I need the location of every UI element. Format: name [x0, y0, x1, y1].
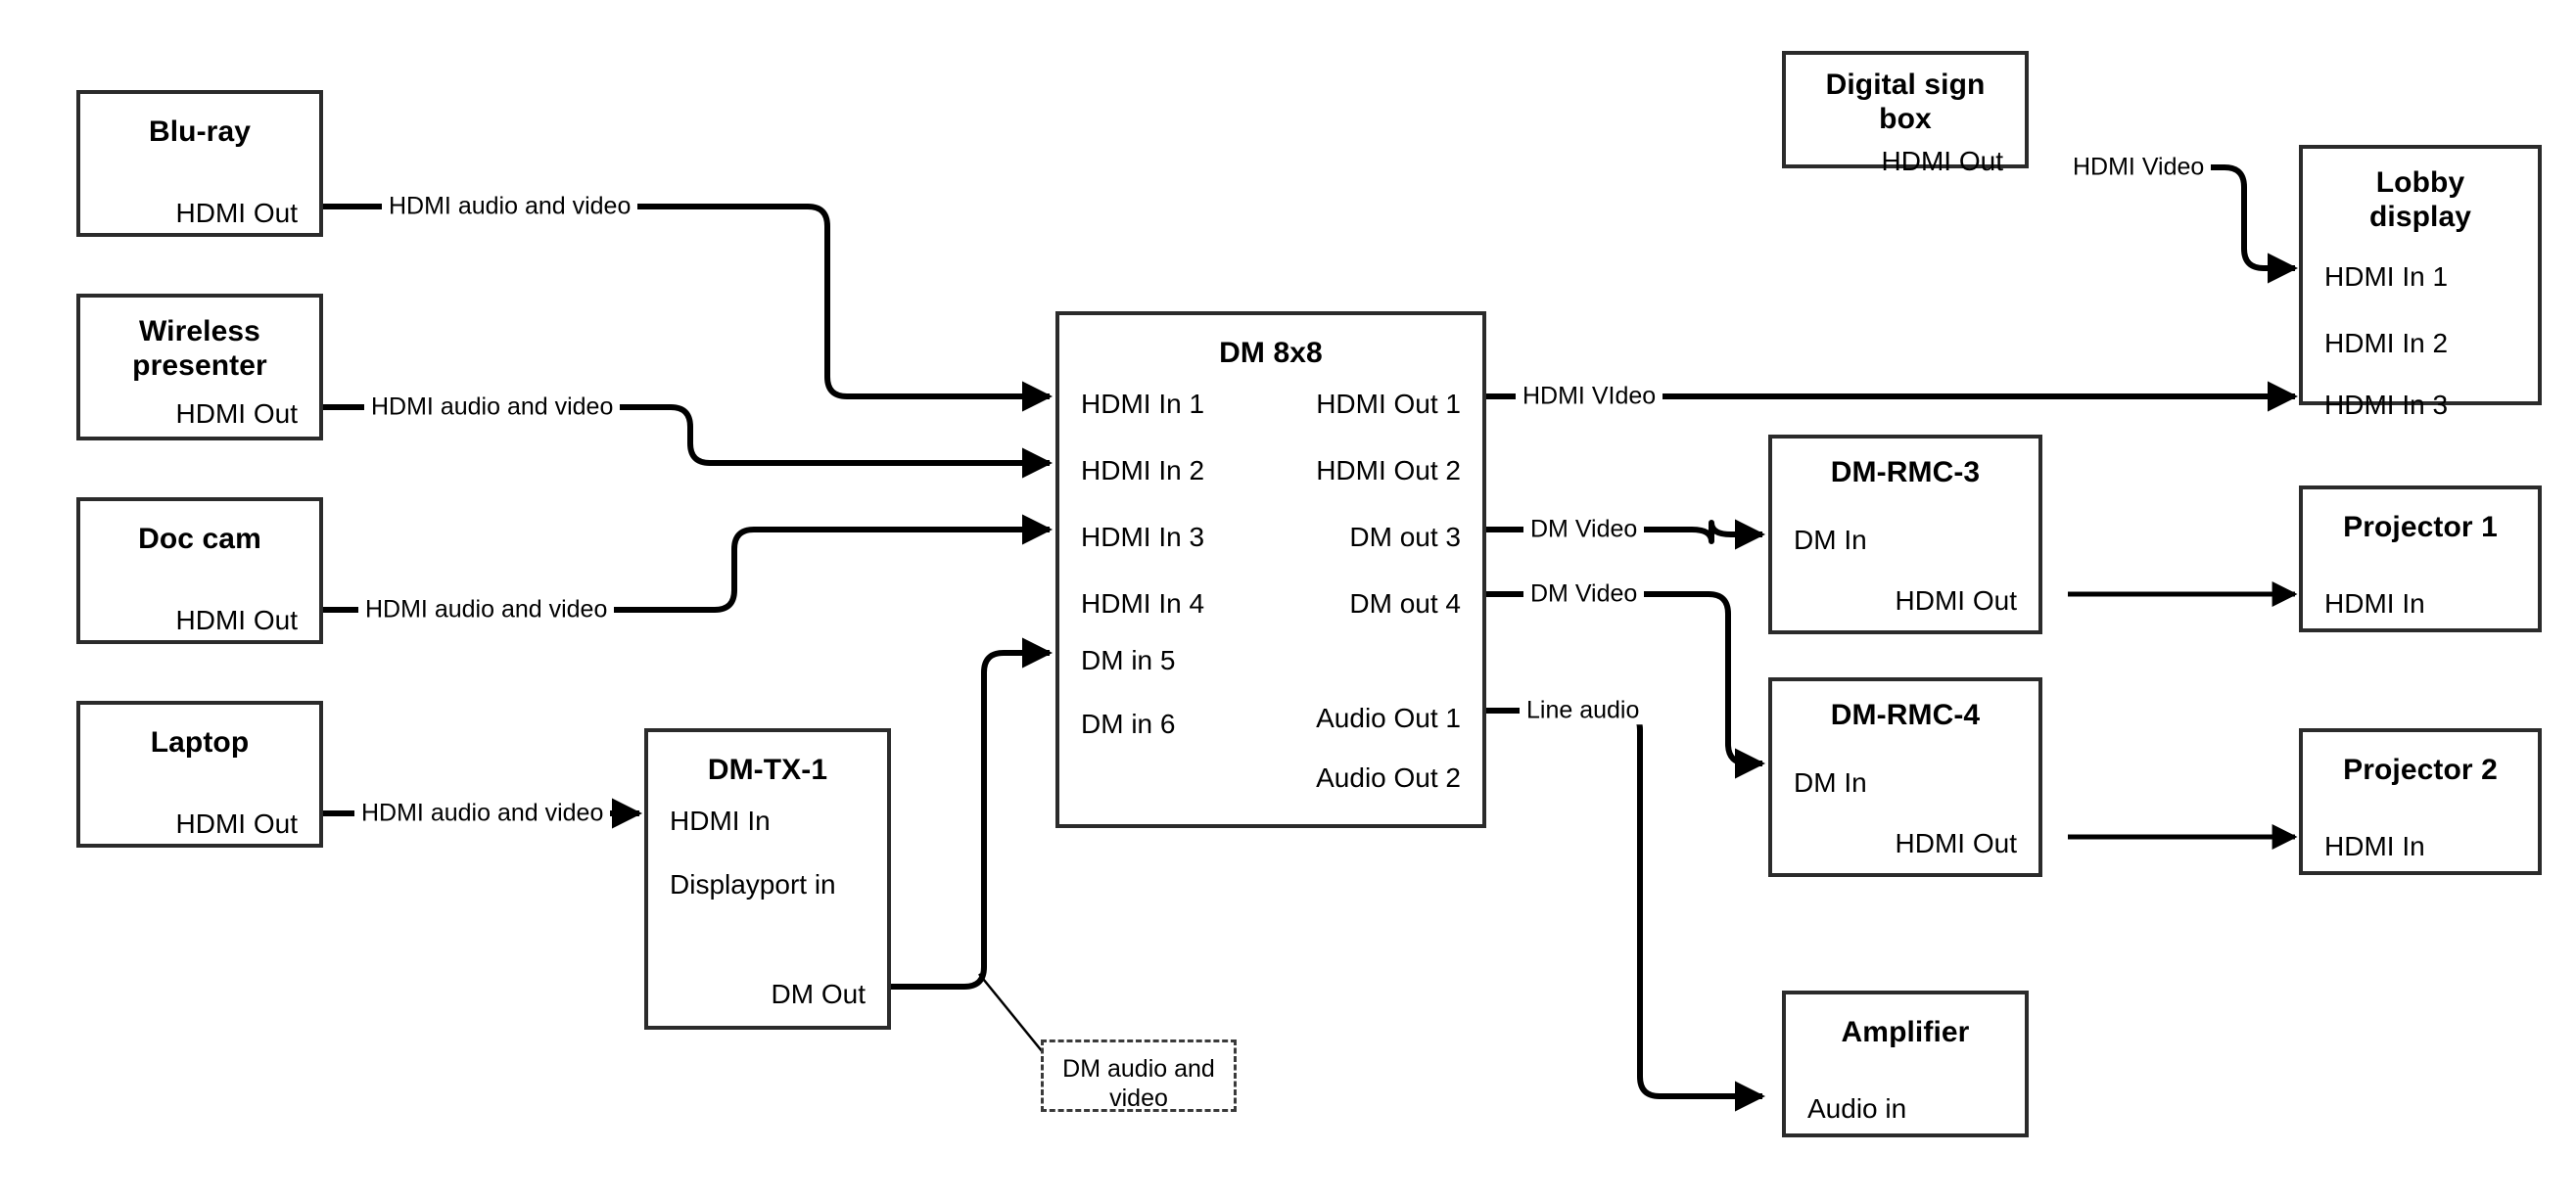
- edge-label-doccam-to-dm-in-3: HDMI audio and video: [358, 596, 615, 624]
- node-dm-8x8-port-dm-in-5[interactable]: DM in 5: [1081, 645, 1176, 675]
- node-projector-2[interactable]: Projector 2 HDMI In: [2299, 728, 2542, 875]
- node-dm-8x8-port-hdmi-in-4[interactable]: HDMI In 4: [1081, 588, 1205, 619]
- wire-dmtx-to-dm-in-5: [891, 637, 1054, 990]
- node-digital-sign-box-port-hdmi-out[interactable]: HDMI Out: [1881, 146, 2003, 176]
- node-doc-cam-title: Doc cam: [138, 523, 261, 555]
- node-laptop-title: Laptop: [150, 726, 250, 759]
- node-wireless-presenter[interactable]: Wireless presenter HDMI Out: [76, 294, 323, 440]
- node-dm-rmc-3-title: DM-RMC-3: [1830, 456, 1981, 488]
- node-wireless-presenter-port-hdmi-out[interactable]: HDMI Out: [175, 398, 298, 429]
- node-amplifier-port-audio-in[interactable]: Audio in: [1807, 1093, 1907, 1124]
- node-dm-8x8-port-hdmi-in-2[interactable]: HDMI In 2: [1081, 455, 1205, 485]
- edge-label-dm-audioout1-to-amp: Line audio: [1520, 697, 1647, 724]
- wire-dm-audioout1-to-amp: [1486, 708, 1766, 1112]
- node-projector-1-port-hdmi-in[interactable]: HDMI In: [2324, 588, 2425, 619]
- edge-label-bluray-to-dm-in-1: HDMI audio and video: [382, 193, 638, 220]
- edge-label-dm-hdmiout1-to-lobby3: HDMI VIdeo: [1516, 383, 1663, 410]
- node-dm-rmc-4-title: DM-RMC-4: [1830, 699, 1981, 731]
- node-doc-cam[interactable]: Doc cam HDMI Out: [76, 497, 323, 644]
- node-dm-8x8-port-hdmi-out-2[interactable]: HDMI Out 2: [1316, 455, 1461, 485]
- node-laptop[interactable]: Laptop HDMI Out: [76, 701, 323, 848]
- node-dm-tx-1-port-displayport-in[interactable]: Displayport in: [670, 869, 836, 900]
- node-blu-ray-port-hdmi-out[interactable]: HDMI Out: [175, 198, 298, 228]
- node-digital-sign-box-title: Digital sign box: [1825, 69, 1986, 135]
- node-dm-8x8-port-audio-out-2[interactable]: Audio Out 2: [1316, 762, 1461, 793]
- edge-label-dm-dmout3-to-rmc3: DM Video: [1523, 516, 1645, 543]
- node-amplifier-title: Amplifier: [1841, 1016, 1970, 1048]
- node-wireless-presenter-title: Wireless presenter: [132, 315, 267, 382]
- node-dm-8x8-port-hdmi-in-1[interactable]: HDMI In 1: [1081, 389, 1205, 419]
- node-projector-1-title: Projector 1: [2343, 511, 2498, 543]
- node-dm-tx-1[interactable]: DM-TX-1 HDMI In Displayport in DM Out: [644, 728, 891, 1030]
- node-dm-8x8-port-hdmi-out-1[interactable]: HDMI Out 1: [1316, 389, 1461, 419]
- node-dm-8x8-port-audio-out-1[interactable]: Audio Out 1: [1316, 703, 1461, 733]
- node-laptop-port-hdmi-out[interactable]: HDMI Out: [175, 808, 298, 839]
- node-blu-ray[interactable]: Blu-ray HDMI Out: [76, 90, 323, 237]
- wire-bluray-to-dm-in-1: [323, 204, 1054, 412]
- node-amplifier[interactable]: Amplifier Audio in: [1782, 991, 2029, 1137]
- callout-leader-line: [978, 973, 1044, 1053]
- node-projector-1[interactable]: Projector 1 HDMI In: [2299, 485, 2542, 632]
- node-dm-tx-1-port-dm-out[interactable]: DM Out: [771, 979, 866, 1009]
- node-dm-rmc-3-port-dm-in[interactable]: DM In: [1794, 525, 1867, 555]
- node-lobby-display[interactable]: Lobby display HDMI In 1 HDMI In 2 HDMI I…: [2299, 145, 2542, 419]
- edge-label-signbox-to-lobby1: HDMI Video: [2066, 154, 2212, 181]
- node-digital-sign-box[interactable]: Digital sign box HDMI Out: [1782, 51, 2029, 175]
- callout-dm-audio-and-video-text: DM audio and video: [1062, 1055, 1215, 1112]
- node-dm-rmc-4-port-hdmi-out[interactable]: HDMI Out: [1895, 828, 2017, 858]
- edge-label-wireless-to-dm-in-2: HDMI audio and video: [364, 393, 621, 421]
- node-lobby-display-title: Lobby display: [2368, 166, 2472, 233]
- node-lobby-display-port-hdmi-in-1[interactable]: HDMI In 1: [2324, 261, 2449, 292]
- node-dm-8x8-port-dm-out-4[interactable]: DM out 4: [1349, 588, 1461, 619]
- callout-dm-audio-and-video: DM audio and video: [1041, 1039, 1237, 1112]
- node-dm-rmc-3[interactable]: DM-RMC-3 DM In HDMI Out: [1768, 435, 2042, 634]
- wire-dm-dmout4-to-rmc4: [1486, 591, 1766, 779]
- node-dm-rmc-3-port-hdmi-out[interactable]: HDMI Out: [1895, 585, 2017, 616]
- node-lobby-display-port-hdmi-in-2[interactable]: HDMI In 2: [2324, 328, 2449, 358]
- node-dm-tx-1-title: DM-TX-1: [707, 754, 828, 786]
- edge-label-dm-dmout4-to-rmc4: DM Video: [1523, 580, 1645, 608]
- node-dm-rmc-4-port-dm-in[interactable]: DM In: [1794, 767, 1867, 798]
- node-dm-8x8-port-dm-out-3[interactable]: DM out 3: [1349, 522, 1461, 552]
- node-dm-8x8-title: DM 8x8: [1219, 337, 1323, 369]
- node-dm-8x8-port-hdmi-in-3[interactable]: HDMI In 3: [1081, 522, 1205, 552]
- node-doc-cam-port-hdmi-out[interactable]: HDMI Out: [175, 605, 298, 635]
- node-dm-tx-1-port-hdmi-in[interactable]: HDMI In: [670, 806, 771, 836]
- node-projector-2-port-hdmi-in[interactable]: HDMI In: [2324, 831, 2425, 861]
- node-dm-8x8-port-dm-in-6[interactable]: DM in 6: [1081, 709, 1176, 739]
- node-lobby-display-port-hdmi-in-3[interactable]: HDMI In 3: [2324, 390, 2449, 420]
- wire-signbox-to-lobby1: [2185, 164, 2299, 284]
- node-blu-ray-title: Blu-ray: [148, 115, 252, 148]
- edge-label-laptop-to-dmtx: HDMI audio and video: [354, 800, 611, 827]
- node-projector-2-title: Projector 2: [2343, 754, 2498, 786]
- node-dm-8x8[interactable]: DM 8x8 HDMI In 1 HDMI In 2 HDMI In 3 HDM…: [1055, 311, 1486, 828]
- node-dm-rmc-4[interactable]: DM-RMC-4 DM In HDMI Out: [1768, 677, 2042, 877]
